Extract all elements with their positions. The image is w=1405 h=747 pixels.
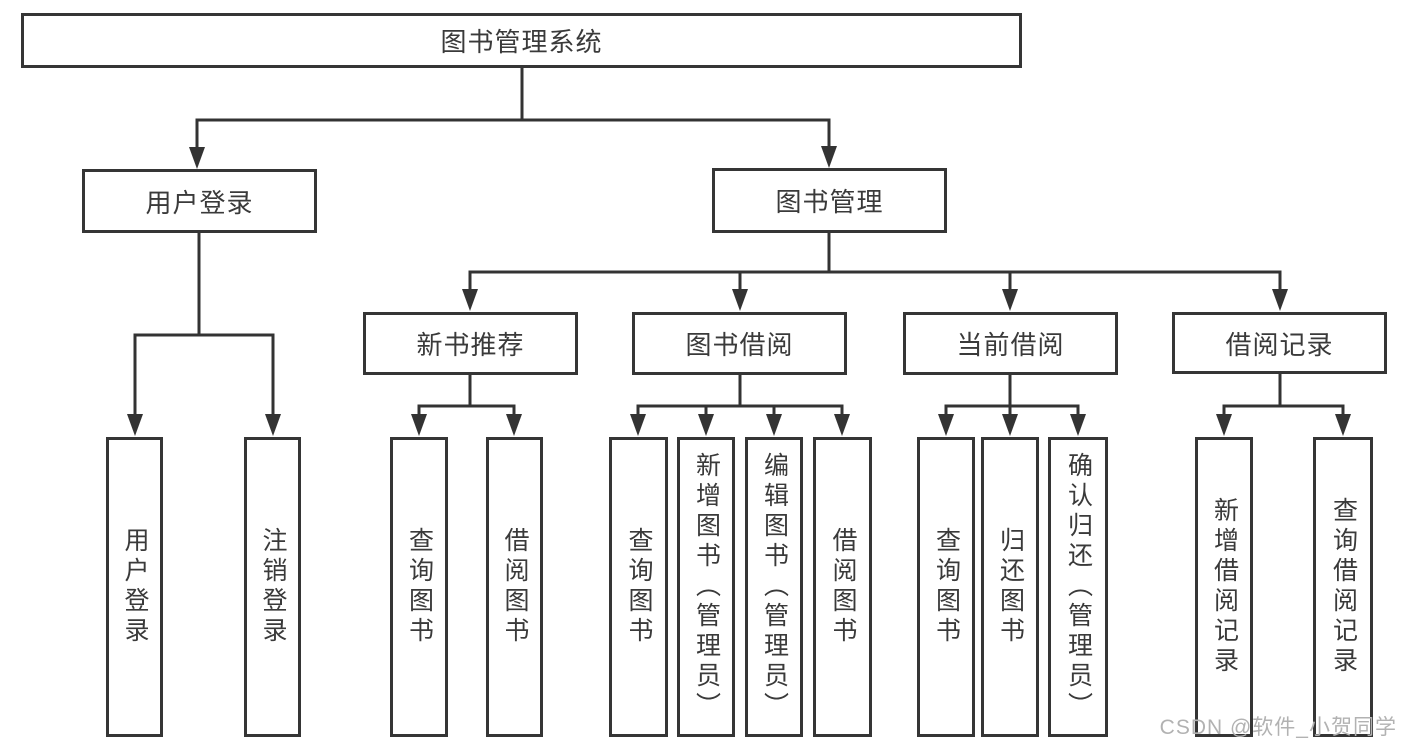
watermark: CSDN @软件_小贺同学 xyxy=(1159,716,1397,739)
connector-current-borrow-to-leaves xyxy=(938,375,1086,436)
node-label: 查询图书 xyxy=(932,527,961,647)
leaf-query-borrow-record: 查询借阅记录 xyxy=(1313,437,1373,737)
arrowhead xyxy=(265,414,281,436)
leaf-confirm-return-admin: 确认归还（管理员） xyxy=(1048,437,1108,737)
node-current-borrow: 当前借阅 xyxy=(903,312,1118,375)
connector-book-management-to-level2 xyxy=(462,233,1288,311)
leaf-add-borrow-record: 新增借阅记录 xyxy=(1195,437,1253,737)
node-label: 注销登录 xyxy=(259,527,287,647)
arrowhead xyxy=(1216,414,1232,436)
arrowhead xyxy=(189,147,205,169)
arrowhead xyxy=(1070,414,1086,436)
leaf-query-books-recommend: 查询图书 xyxy=(390,437,448,737)
leaf-query-books-borrow: 查询图书 xyxy=(609,437,668,737)
node-borrow-records: 借阅记录 xyxy=(1172,312,1387,374)
node-label: 确认归还（管理员） xyxy=(1064,452,1093,722)
node-label: 新增借阅记录 xyxy=(1210,497,1239,677)
node-new-book-recommend: 新书推荐 xyxy=(363,312,578,375)
leaf-return-books: 归还图书 xyxy=(981,437,1039,737)
arrowhead xyxy=(698,414,714,436)
arrowhead xyxy=(1272,289,1288,311)
node-library-management-system: 图书管理系统 xyxy=(21,13,1022,68)
node-label: 查询借阅记录 xyxy=(1329,497,1358,677)
connector-book-borrow-to-leaves xyxy=(630,375,850,436)
leaf-user-login: 用户登录 xyxy=(106,437,163,737)
arrowhead xyxy=(630,414,646,436)
node-label: 查询图书 xyxy=(405,527,434,647)
arrowhead xyxy=(1002,414,1018,436)
arrowhead xyxy=(411,414,427,436)
node-label: 图书管理系统 xyxy=(440,27,603,57)
connector-user-login-to-leaves xyxy=(127,233,281,436)
arrowhead xyxy=(732,289,748,311)
node-label: 当前借阅 xyxy=(956,330,1065,360)
node-label: 借阅图书 xyxy=(829,527,857,647)
node-user-login: 用户登录 xyxy=(82,169,317,233)
node-label: 图书借阅 xyxy=(685,330,794,360)
arrowhead xyxy=(127,414,143,436)
leaf-borrow-books: 借阅图书 xyxy=(813,437,872,737)
arrowhead xyxy=(1335,414,1351,436)
leaf-logout: 注销登录 xyxy=(244,437,301,737)
node-label: 编辑图书（管理员） xyxy=(760,452,789,722)
node-label: 借阅记录 xyxy=(1225,329,1334,360)
leaf-edit-books-admin: 编辑图书（管理员） xyxy=(745,437,803,737)
arrowhead xyxy=(766,414,782,436)
arrowhead xyxy=(834,414,850,436)
arrowhead xyxy=(938,414,954,436)
leaf-add-books-admin: 新增图书（管理员） xyxy=(677,437,735,737)
node-label: 新增图书（管理员） xyxy=(692,452,721,722)
node-label: 用户登录 xyxy=(145,187,254,218)
node-label: 图书管理 xyxy=(775,187,884,217)
node-label: 借阅图书 xyxy=(501,527,529,647)
arrowhead xyxy=(506,414,522,436)
node-label: 用户登录 xyxy=(121,527,149,647)
leaf-query-books-current: 查询图书 xyxy=(917,437,975,737)
node-label: 新书推荐 xyxy=(416,330,525,360)
arrowhead xyxy=(1002,289,1018,311)
node-label: 查询图书 xyxy=(625,527,653,647)
connector-root-to-level1 xyxy=(189,68,837,169)
arrowhead xyxy=(462,289,478,311)
node-book-borrow: 图书借阅 xyxy=(632,312,847,375)
node-book-management: 图书管理 xyxy=(712,168,947,233)
arrowhead xyxy=(821,146,837,168)
node-label: 归还图书 xyxy=(996,527,1025,647)
leaf-borrow-books-recommend: 借阅图书 xyxy=(486,437,543,737)
connector-borrow-records-to-leaves xyxy=(1216,374,1351,436)
connector-new-book-recommend-to-leaves xyxy=(411,375,522,436)
